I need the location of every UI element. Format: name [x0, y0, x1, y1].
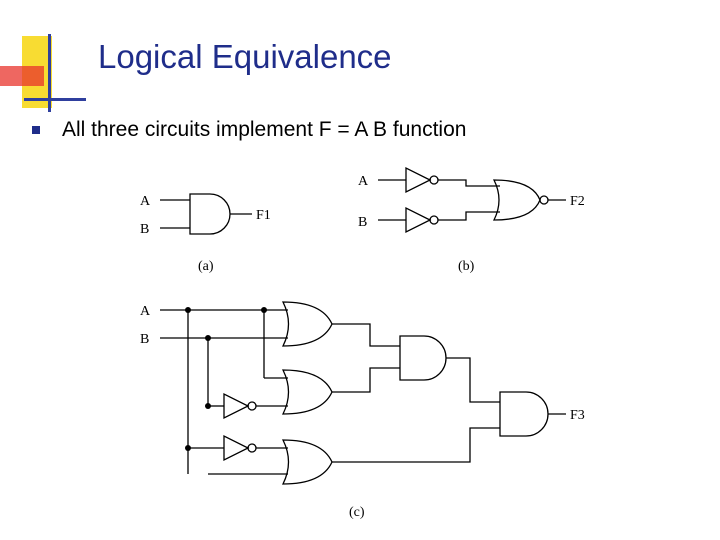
or-gate-c-2 [281, 369, 333, 415]
label-a-input-a: A [140, 194, 151, 209]
label-a-input-b: B [140, 222, 149, 237]
or-gate-b [492, 179, 541, 221]
caption-b: (b) [458, 259, 475, 274]
or-gate-c-1 [281, 301, 333, 347]
corner-red-block [0, 66, 44, 86]
corner-vertical-line [48, 34, 51, 112]
not-gate-c-1 [223, 392, 250, 420]
label-c-input-b: B [140, 332, 149, 347]
slide-title: Logical Equivalence [98, 38, 392, 75]
label-a-output: F1 [256, 208, 271, 223]
not-gate-b-b [405, 206, 432, 234]
not-gate-b-a [405, 166, 432, 194]
bullet-square-icon [32, 126, 40, 134]
caption-a: (a) [198, 259, 214, 274]
circuit-c [160, 301, 566, 485]
label-c-input-a: A [140, 304, 151, 319]
label-c-output: F3 [570, 408, 585, 423]
junction-dots [185, 307, 267, 451]
and-gate-c-1 [399, 335, 447, 381]
label-b-input-b: B [358, 215, 367, 230]
not-gate-c-2 [223, 434, 250, 462]
and-gate-a [189, 193, 231, 235]
bullet-item: All three circuits implement F = A B fun… [32, 118, 466, 142]
or-gate-c-3 [281, 439, 333, 485]
bullet-text: All three circuits implement F = A B fun… [62, 118, 467, 141]
circuit-b [378, 166, 566, 234]
label-b-output: F2 [570, 194, 585, 209]
label-b-input-a: A [358, 174, 369, 189]
and-gate-c-2 [499, 391, 549, 437]
circuit-a [160, 193, 252, 235]
corner-horizontal-line [24, 98, 86, 101]
caption-c: (c) [349, 505, 365, 520]
